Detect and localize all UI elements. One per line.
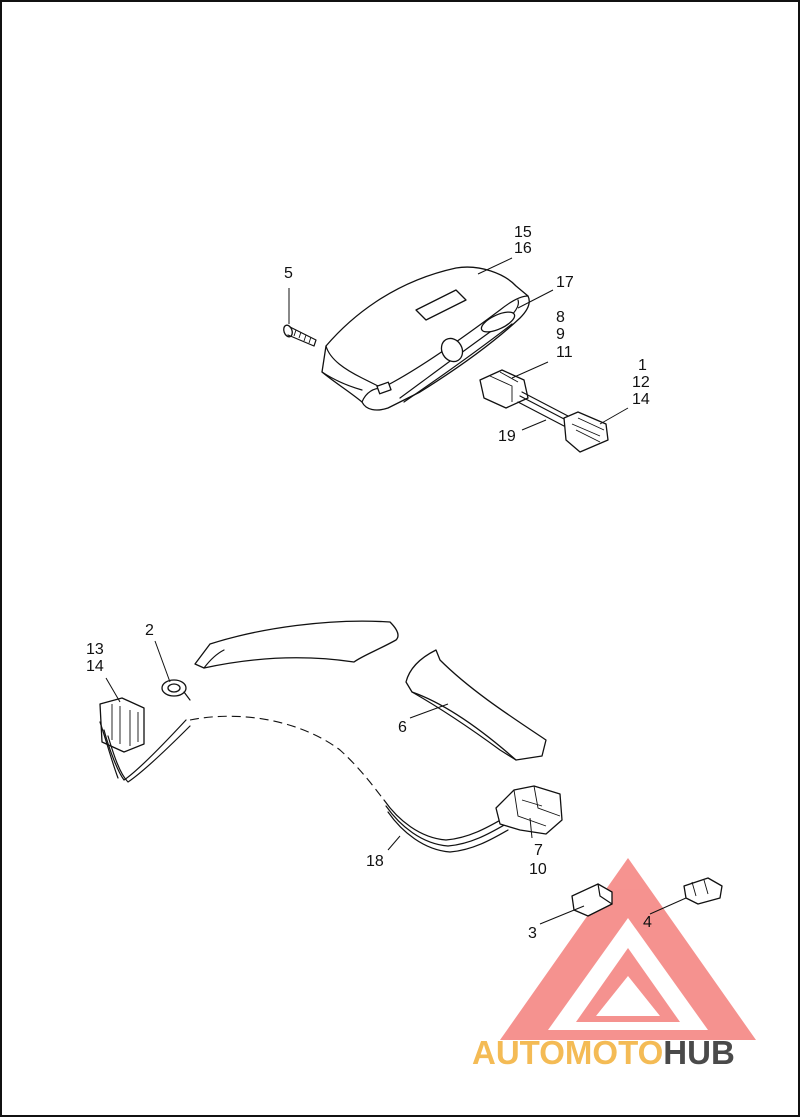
callout-4: 4 [643, 914, 652, 931]
callout-10: 10 [529, 861, 547, 878]
callout-18: 18 [366, 853, 384, 870]
callout-7: 7 [534, 842, 543, 859]
callout-15: 15 [514, 224, 532, 241]
watermark-text: AUTOMOTOHUB [472, 1034, 735, 1072]
callout-3: 3 [528, 925, 537, 942]
harness-routing-dashed [189, 715, 385, 801]
callout-11: 11 [556, 344, 573, 361]
watermark-moto: MOTO [564, 1034, 664, 1071]
callout-14: 14 [632, 391, 650, 408]
lamp-connector-harness [479, 369, 609, 453]
lower-trim-strip [405, 649, 547, 761]
right-connector-harness [383, 785, 563, 853]
leader-lines-bottom [105, 640, 687, 925]
tail-lamp-housing [321, 266, 530, 411]
callout-14-lower: 14 [86, 658, 104, 675]
callout-5: 5 [284, 265, 293, 282]
callout-1: 1 [638, 357, 647, 374]
watermark-hub: HUB [663, 1034, 735, 1071]
callout-16: 16 [514, 240, 532, 257]
callout-12: 12 [632, 374, 650, 391]
callout-2: 2 [145, 622, 154, 639]
left-connector-harness [99, 697, 191, 783]
clip-4 [683, 877, 723, 905]
callout-19: 19 [498, 428, 516, 445]
leader-lines-top [288, 257, 629, 431]
cable-clip [161, 679, 191, 701]
watermark-logo-graphic [500, 858, 756, 1040]
callout-9: 9 [556, 326, 565, 343]
callout-17: 17 [556, 274, 574, 291]
callout-6: 6 [398, 719, 407, 736]
screw [283, 324, 317, 347]
fender-trim-strip [194, 620, 399, 669]
callout-13: 13 [86, 641, 104, 658]
watermark-auto: AUTO [472, 1034, 565, 1071]
callout-8: 8 [556, 309, 565, 326]
